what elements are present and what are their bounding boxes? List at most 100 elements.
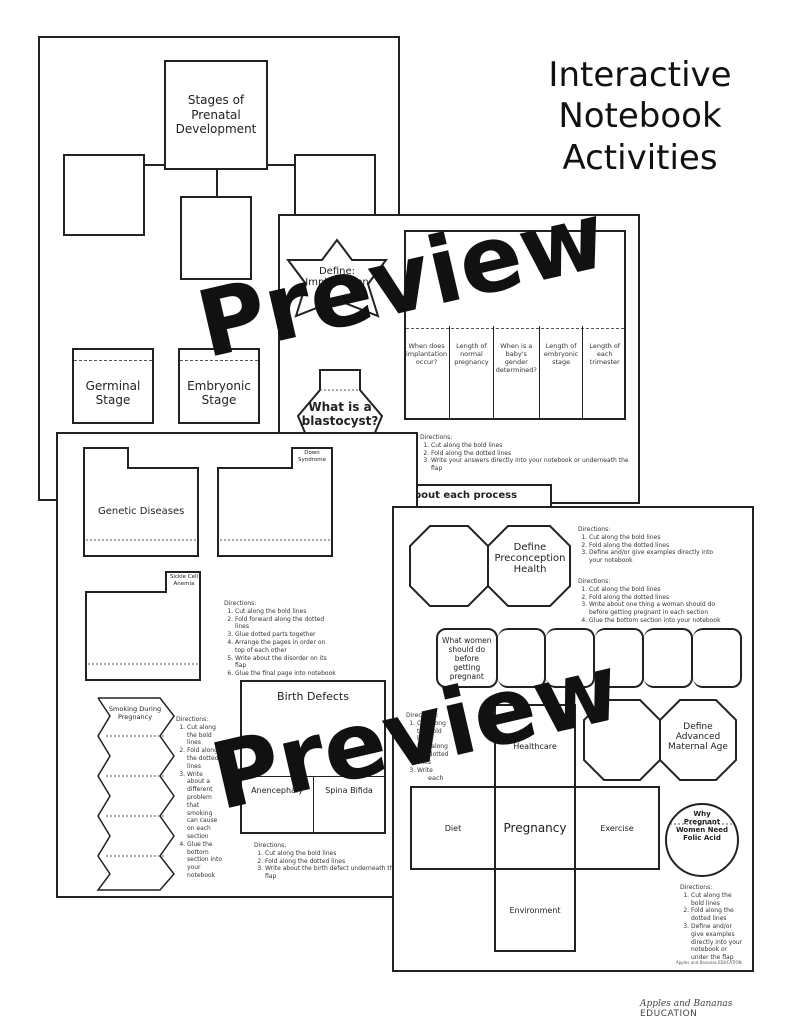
- women-cell: [497, 628, 547, 688]
- direction-item: Write about the birth defect underneath …: [265, 865, 404, 881]
- directions-3: Directions: Cut along the bold lines Fol…: [406, 712, 454, 783]
- column-row: When does implantation occur? Length of …: [404, 326, 626, 420]
- women-cell: [595, 628, 645, 688]
- advanced-label: Define Advanced Maternal Age: [668, 722, 728, 752]
- fold-line: [180, 360, 258, 361]
- direction-item: Cut along the bold lines: [235, 608, 336, 616]
- environment-panel: Environment: [494, 868, 576, 952]
- column-cell: When does implantation occur?: [404, 326, 451, 420]
- direction-item: Cut along the bold lines: [431, 442, 630, 450]
- timeline-box: [404, 230, 626, 420]
- directions-title: Directions:: [176, 716, 209, 723]
- footer-brand: Apples and Bananas EDUCATION: [640, 999, 791, 1019]
- folic-shape: [665, 803, 739, 877]
- page-preconception: Define Preconception Health Directions: …: [392, 506, 754, 972]
- directions-2: Directions: Cut along the bold lines Fol…: [578, 578, 728, 625]
- folic-label: Why Pregnant Women Need Folic Acid: [675, 810, 729, 842]
- birth-defects-label: Birth Defects: [277, 690, 349, 703]
- smoking-zigzag-shape: [96, 697, 175, 891]
- direction-item: Glue the final page into notebook: [235, 670, 336, 678]
- pregnancy-label: Pregnancy: [503, 821, 567, 835]
- direction-item: Fold along the dotted lines: [265, 858, 404, 866]
- women-cell: [546, 628, 596, 688]
- directions-title: Directions:: [680, 884, 713, 891]
- column-cell: Length of normal pregnancy: [450, 326, 494, 420]
- sickle-label: Sickle Cell Anemia: [169, 574, 199, 587]
- direction-item: Cut along the bold lines: [417, 720, 454, 743]
- direction-item: Write about one thing a woman should do …: [589, 601, 728, 617]
- direction-item: Fold along the dotted lines: [691, 907, 744, 923]
- environment-label: Environment: [509, 905, 561, 915]
- women-row: What women should do before getting preg…: [436, 628, 743, 688]
- embryonic-label: Embryonic Stage: [187, 379, 251, 407]
- genetic-label: Genetic Diseases: [98, 506, 185, 517]
- advanced-shape: [583, 699, 737, 781]
- spina-label: Spina Bifida: [325, 786, 373, 795]
- direction-item: Write about the disorder on its flap: [235, 655, 336, 671]
- direction-item: Define and/or give examples directly int…: [691, 923, 744, 962]
- women-cell: [644, 628, 694, 688]
- direction-item: Arrange the pages in order on top of eac…: [235, 639, 336, 655]
- center-label: Stages of Prenatal Development: [175, 93, 257, 137]
- birth-defects-box: Birth Defects Anencephaly Spina Bifida: [240, 680, 386, 834]
- connector: [216, 170, 218, 196]
- preconception-shape: [409, 525, 571, 607]
- exercise-label: Exercise: [600, 823, 634, 833]
- column-cell: When is a baby's gender determined?: [494, 326, 540, 420]
- directions-title: Directions:: [578, 526, 611, 533]
- star-shape: [286, 238, 388, 318]
- direction-item: Cut along the bold lines: [265, 850, 404, 858]
- direction-item: Fold along the dotted lines: [589, 542, 728, 550]
- preconception-label: Define Preconception Health: [494, 542, 566, 575]
- women-cell: [693, 628, 743, 688]
- center-box: Stages of Prenatal Development: [164, 60, 268, 170]
- directions-title: Directions:: [420, 434, 453, 441]
- directions: Directions: Cut along the bold lines Fol…: [420, 434, 630, 473]
- direction-item: Fold along the dotted lines: [187, 747, 222, 770]
- stage-box-left: [63, 154, 145, 236]
- sickle-folder-shape: [85, 571, 201, 681]
- page-title: Interactive Notebook Activities: [548, 55, 732, 178]
- column-cell: Length of each trimester: [589, 342, 621, 367]
- directions-4: Directions: Cut along the bold lines Fol…: [680, 884, 744, 962]
- directions-title: Directions:: [224, 600, 257, 607]
- direction-item: Cut along the bold lines: [691, 892, 744, 908]
- diet-label: Diet: [444, 823, 462, 833]
- fold-line: [74, 360, 152, 361]
- directions-title: Directions:: [578, 578, 611, 585]
- small-brand: Apples and Bananas EDUCATION: [676, 960, 742, 965]
- diet-panel: Diet: [410, 786, 496, 870]
- direction-item: Write about a different problem that smo…: [187, 771, 222, 841]
- women-label: What women should do before getting preg…: [442, 635, 492, 681]
- direction-item: Write: [417, 767, 454, 775]
- direction-fragment: each: [428, 774, 444, 783]
- direction-item: Write your answers directly into your no…: [431, 457, 630, 473]
- smoking-label: Smoking During Pregnancy: [108, 705, 162, 721]
- direction-item: Fold forward along the dotted lines: [235, 616, 336, 632]
- fold-line: [406, 328, 624, 329]
- anencephaly-label: Anencephaly: [251, 786, 303, 795]
- process-label: bout each process: [414, 490, 518, 501]
- pregnancy-panel: Pregnancy: [494, 786, 576, 870]
- birth-defects-directions: Directions: Cut along the bold lines Fol…: [254, 842, 404, 881]
- women-label-cell: What women should do before getting preg…: [436, 628, 498, 688]
- directions: Directions: Cut along the bold lines Fol…: [224, 600, 336, 678]
- directions-1: Directions: Cut along the bold lines Fol…: [578, 526, 728, 565]
- healthcare-label: Healthcare: [513, 741, 557, 751]
- direction-item: Cut along the bold lines: [589, 534, 728, 542]
- star-label: Define: Implantation: [305, 266, 369, 288]
- direction-item: Glue the bottom section into your notebo…: [589, 617, 728, 625]
- direction-item: Cut along the bold lines: [187, 724, 222, 747]
- genetic-folder-shape: [83, 447, 199, 557]
- down-label: Down Syndrome: [298, 450, 326, 463]
- blastocyst-label: What is a blastocyst?: [301, 400, 379, 428]
- direction-item: Define and/or give examples directly int…: [589, 549, 728, 565]
- directions-title: Directions:: [254, 842, 287, 849]
- direction-item: Fold along the dotted lines: [417, 743, 454, 766]
- direction-item: Cut along the bold lines: [589, 586, 728, 594]
- smoking-directions: Directions: Cut along the bold lines Fol…: [176, 716, 222, 880]
- direction-item: Glue the bottom section into your notebo…: [187, 841, 222, 880]
- germinal-label: Germinal Stage: [85, 379, 141, 407]
- direction-item: Fold along the dotted lines: [589, 594, 728, 602]
- down-folder-shape: [217, 447, 333, 557]
